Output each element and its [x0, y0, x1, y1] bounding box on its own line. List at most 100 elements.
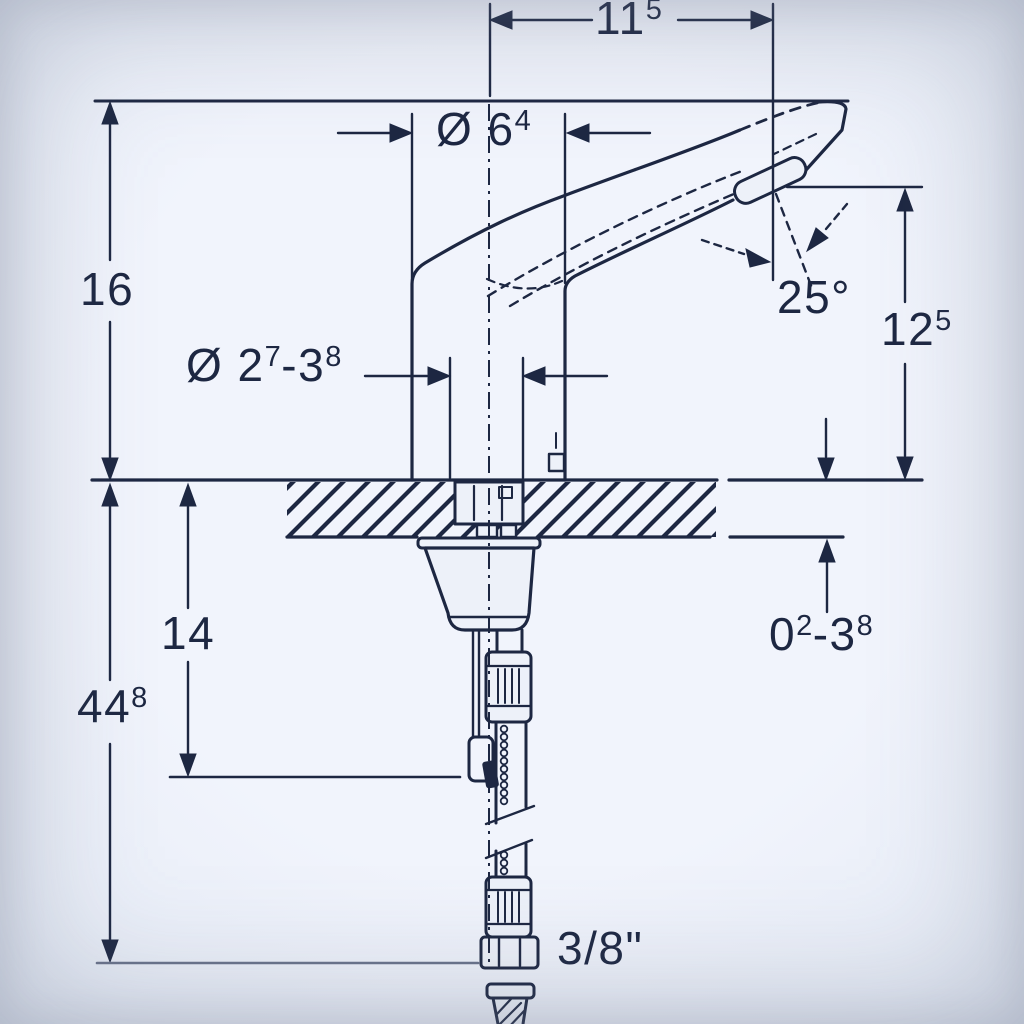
label-sup: 8	[131, 682, 148, 714]
arrowhead-up	[101, 482, 119, 507]
jet-direction-line	[774, 192, 814, 290]
hose-upper-edges	[494, 720, 528, 825]
hose-upper-segment	[494, 720, 528, 825]
label-sup: 2	[796, 610, 813, 642]
label-supply-connection: 3/8"	[557, 925, 643, 971]
label-body-diameter: Ø 64	[436, 106, 531, 152]
label-text: 11	[595, 0, 646, 44]
aerator-outlet	[733, 156, 808, 205]
label-jet-angle: 25°	[777, 274, 851, 320]
faucet-left-top-outline	[410, 128, 742, 482]
spout-top-hidden-edge	[738, 99, 829, 132]
hex-nut-body	[479, 935, 540, 970]
spout-inner-hidden-line-1	[486, 169, 744, 298]
arrowhead-up	[101, 100, 119, 125]
dim-counter-thickness	[817, 417, 836, 614]
label-text: 25°	[777, 271, 852, 323]
plug-flange	[485, 982, 536, 1000]
arrowhead-down	[101, 939, 119, 964]
spout-inner-hidden-line-2	[508, 186, 750, 308]
connection-nut	[479, 935, 540, 970]
angle-arrow-tail-left	[700, 238, 746, 256]
hose-lower-edges	[494, 842, 528, 879]
dim-body-diameter	[336, 112, 652, 285]
mounting-cone-nut	[416, 536, 542, 632]
label-text: 12	[881, 303, 936, 355]
label-text: 16	[80, 263, 135, 315]
hose-break-symbol	[484, 804, 536, 860]
label-mounting-hole-diameter: Ø 27-38	[186, 342, 342, 388]
dim-height-above-counter	[101, 100, 119, 482]
hose-neck	[495, 628, 524, 654]
label-sup: 7	[264, 341, 282, 373]
threaded-rod	[471, 628, 481, 739]
spout-base-hidden-arc	[485, 277, 564, 290]
rod-clip	[467, 735, 495, 783]
angle-arrow-tail-right	[824, 202, 849, 231]
arrowhead-left-pointing	[565, 123, 590, 143]
shank-inner-lines	[472, 484, 504, 522]
crimp-upper-body	[484, 650, 533, 724]
label-total-depth-below: 448	[77, 683, 148, 729]
crimp-lower-body	[484, 875, 533, 939]
extension-lines-11-5	[488, 2, 775, 282]
arrowhead-up	[179, 482, 197, 507]
plug-body	[491, 996, 529, 1024]
label-hose-clearance: 14	[161, 610, 215, 656]
arrowhead-up	[818, 538, 836, 563]
dim-spout-projection	[488, 2, 775, 282]
label-sup: 8	[856, 610, 874, 642]
label-text: 3/8"	[557, 922, 644, 974]
label-sup: 4	[514, 105, 532, 137]
label-outlet-height: 125	[881, 306, 952, 352]
hose-lower-segment	[494, 842, 528, 879]
label-text: -3	[812, 608, 857, 660]
extension-lines-o64	[410, 112, 567, 285]
label-text: Ø 6	[436, 103, 515, 155]
plug-hatch	[495, 997, 526, 1024]
dim-hose-clearance	[168, 482, 462, 779]
arrowhead-right-pointing	[427, 366, 452, 386]
dim-mounting-hole-diameter	[363, 356, 609, 480]
label-text: Ø 2	[186, 339, 265, 391]
crimp-lower-cap-lines	[485, 888, 532, 926]
hex-nut-facets	[497, 937, 522, 968]
hose-crimp-upper	[484, 650, 533, 724]
label-text: 14	[161, 607, 216, 659]
extension-lines-o27-38	[448, 356, 525, 480]
angle-arrowhead-right	[805, 227, 829, 253]
arrowhead-up	[896, 187, 914, 212]
cone-nut-body	[423, 546, 536, 632]
crimp-lower-ribs	[497, 891, 520, 923]
label-text: -3	[281, 339, 326, 391]
label-sup: 5	[645, 0, 663, 26]
dim-total-depth-below	[95, 482, 480, 965]
faucet-body-and-spout	[410, 99, 848, 482]
label-sup: 8	[325, 341, 342, 373]
shank-tab-left	[475, 523, 499, 539]
tip-hidden-edge	[772, 132, 818, 156]
dim-jet-angle	[700, 192, 849, 290]
angle-arrowhead-left	[745, 248, 772, 268]
arrowhead-down	[817, 457, 835, 482]
arrowhead-down	[179, 753, 197, 778]
arrowhead-down	[101, 457, 119, 482]
sensor-window	[547, 452, 566, 473]
shank-tab-right	[499, 523, 518, 539]
shank-thread-detail	[498, 486, 513, 499]
dim-outlet-height	[785, 185, 924, 481]
arrowhead-left-pointing	[521, 366, 546, 386]
arrowhead-right	[750, 10, 775, 30]
hose-braid-coils-lower	[499, 850, 509, 876]
label-spout-projection: 115	[595, 0, 662, 41]
faucet-right-bottom-outline	[563, 198, 735, 482]
arrowhead-down	[896, 456, 914, 481]
crimp-upper-cap-lines	[485, 664, 532, 708]
label-sup: 5	[935, 305, 952, 337]
label-text: 0	[769, 608, 797, 660]
arrowhead-right-pointing	[389, 123, 414, 143]
arrowhead-left	[488, 10, 513, 30]
label-height-above-counter: 16	[80, 266, 134, 312]
supply-hose-assembly	[479, 628, 540, 1024]
